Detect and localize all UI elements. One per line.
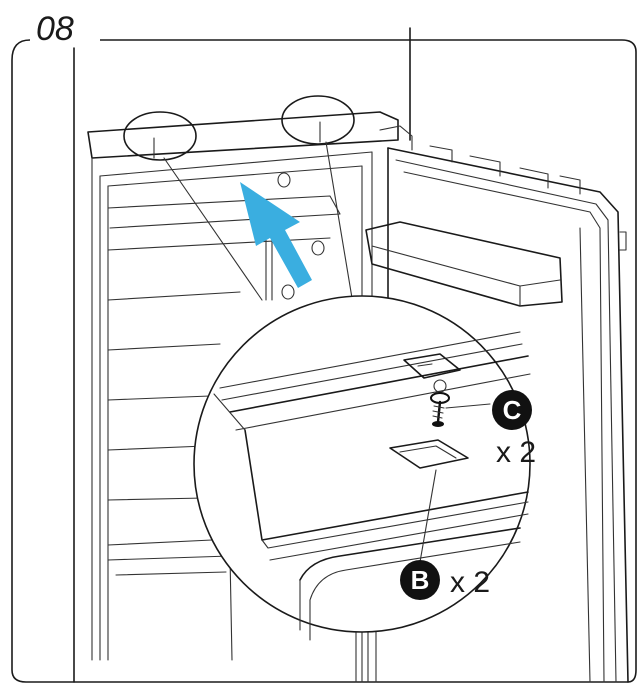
zoom-detail: [193, 295, 531, 641]
highlight-left: [123, 111, 197, 161]
zoom-leader-left: [163, 157, 263, 301]
callout-c-letter: C: [503, 395, 522, 425]
fridge-door: [355, 125, 629, 683]
zoom-leader-right: [325, 141, 353, 299]
callout-b-quantity: x 2: [450, 566, 490, 599]
callout-b: B x 2: [400, 560, 490, 600]
screw-icon: [430, 392, 450, 427]
step-number: 08: [36, 10, 74, 48]
callout-c-badge: [492, 390, 532, 430]
callout-c-quantity: x 2: [496, 436, 536, 469]
callout-b-badge: [400, 560, 440, 600]
highlight-right: [281, 95, 355, 145]
callout-c: C x 2: [492, 390, 536, 469]
step-number-background: [30, 8, 100, 48]
up-left-arrow-icon: [240, 182, 312, 288]
fridge-cabinet: [87, 111, 399, 661]
callout-b-letter: B: [411, 565, 430, 595]
